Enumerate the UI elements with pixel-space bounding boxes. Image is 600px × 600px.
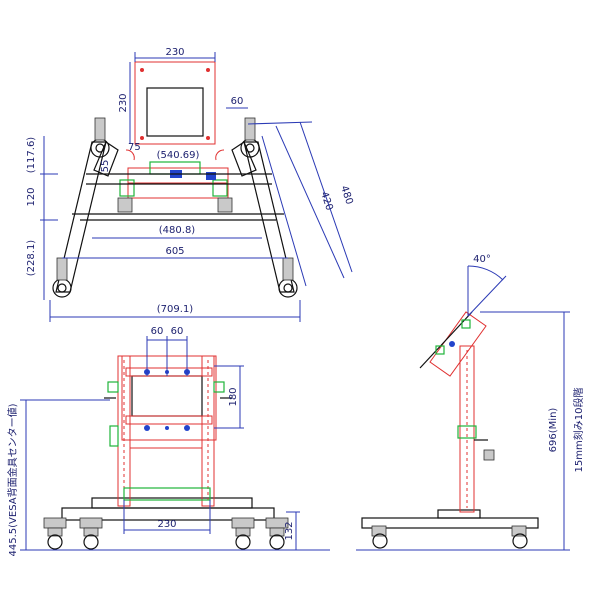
dim-60-b: 60 (171, 326, 184, 337)
dim-plate-width: 230 (165, 47, 184, 58)
dim-55: 55 (100, 160, 111, 173)
dim-605: 605 (165, 246, 184, 257)
dim-tilt-angle: 40° (473, 254, 491, 265)
dim-480: 480 (338, 184, 354, 206)
dim-arm-60: 60 (231, 96, 244, 107)
dim-132: 132 (284, 521, 295, 540)
dim-120: 120 (26, 187, 37, 206)
top-view: 230 230 60 75 (540.69) 55 (117.6) 120 (2… (26, 47, 355, 322)
dim-vesa-center: 445.5(VESA背面金具センター値) (6, 403, 19, 556)
dim-709-1: (709.1) (157, 304, 194, 315)
dim-228-1: (228.1) (26, 240, 37, 277)
dim-117-6: (117.6) (26, 137, 37, 174)
dim-696-min: 696(Min) (548, 408, 559, 453)
dim-plate-height: 230 (118, 93, 129, 112)
dim-75: 75 (128, 142, 141, 153)
dim-60-a: 60 (151, 326, 164, 337)
dim-180: 180 (228, 387, 239, 406)
dim-420: 420 (318, 190, 334, 212)
dim-230: 230 (157, 519, 176, 530)
dim-480-8: (480.8) (159, 225, 196, 236)
dim-height-steps: 15mm刻み10段階 (572, 388, 585, 473)
dim-540: (540.69) (157, 150, 200, 161)
side-view: 40° 696(Min) 15mm刻み10段階 (356, 254, 585, 551)
front-view: 60 60 180 230 132 445.5(VESA背面金具センター値) (6, 326, 330, 556)
